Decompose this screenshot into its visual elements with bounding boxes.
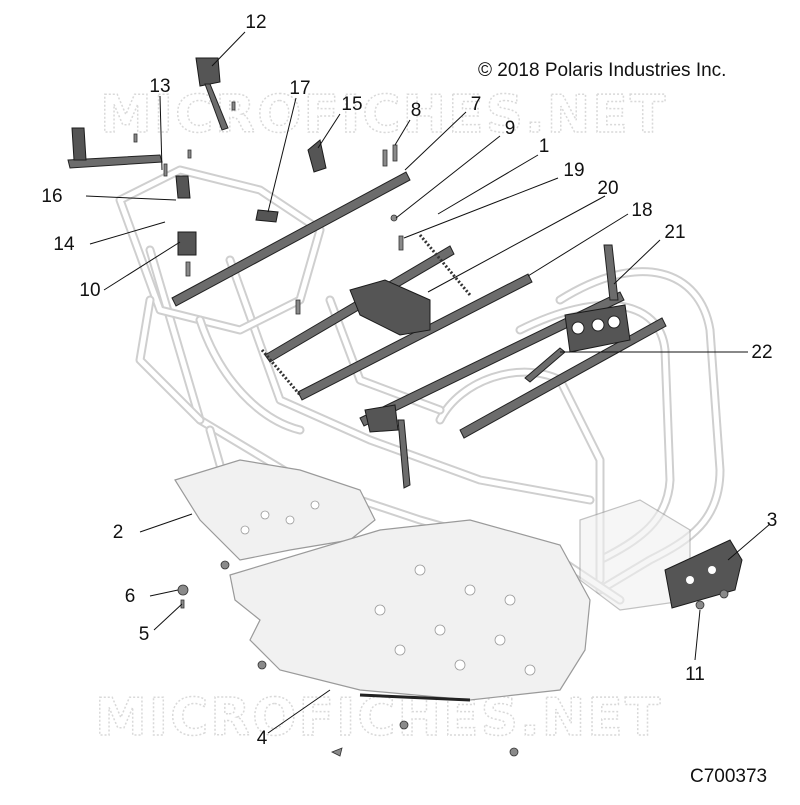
callout-20: 20 xyxy=(597,178,618,199)
callout-15: 15 xyxy=(341,94,362,115)
callout-18: 18 xyxy=(631,200,652,221)
callout-22: 22 xyxy=(751,342,772,363)
callout-8: 8 xyxy=(411,100,422,121)
fasteners xyxy=(133,101,729,757)
callout-17: 17 xyxy=(289,78,310,99)
watermark-bottom: MICROFICHES.NET xyxy=(95,688,662,748)
callout-11: 11 xyxy=(685,664,705,685)
callout-16: 16 xyxy=(41,186,62,207)
callout-1: 1 xyxy=(539,136,550,157)
callout-10: 10 xyxy=(79,280,100,301)
callout-5: 5 xyxy=(139,624,150,645)
skid-plate-front xyxy=(174,459,376,561)
frame-rails xyxy=(67,57,743,609)
skid-plate-main xyxy=(229,519,591,702)
callout-9: 9 xyxy=(505,118,516,139)
copyright-text: © 2018 Polaris Industries Inc. xyxy=(478,60,726,81)
callout-2: 2 xyxy=(113,522,124,543)
watermark-top: MICROFICHES.NET xyxy=(100,85,667,145)
callout-21: 21 xyxy=(664,222,685,243)
callout-6: 6 xyxy=(125,586,136,607)
callout-3: 3 xyxy=(767,510,778,531)
diagram-code: C700373 xyxy=(690,766,767,787)
leader-lines xyxy=(85,31,771,734)
callout-4: 4 xyxy=(257,728,268,749)
callout-19: 19 xyxy=(563,160,584,181)
callout-12: 12 xyxy=(245,12,266,33)
callout-14: 14 xyxy=(53,234,75,255)
callout-13: 13 xyxy=(149,76,170,97)
callout-7: 7 xyxy=(471,94,482,115)
